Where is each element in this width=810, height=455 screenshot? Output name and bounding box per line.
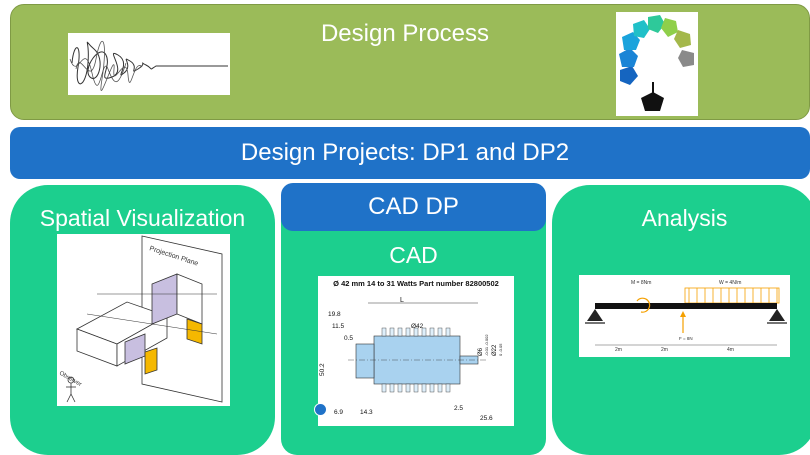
dim-6-9: 6.9 (334, 409, 343, 416)
scribble-image (68, 33, 230, 95)
force-label: F = 8N (679, 336, 693, 341)
design-projects-title: Design Projects: DP1 and DP2 (240, 139, 570, 166)
dim-14-3: 14.3 (360, 409, 373, 416)
dim-11-5: 11.5 (332, 323, 345, 330)
cad-drawing-title: Ø 42 mm 14 to 31 Watts Part number 82800… (333, 279, 499, 288)
design-process-title: Design Process (320, 20, 490, 47)
dim-dia-22-tolerance: 0 -0.05 (498, 343, 503, 356)
scribble-drawing (69, 40, 228, 91)
beam-loading-diagram: M = 8Nm W = 4N/m F = 8N 2m 2m 4m (585, 280, 787, 353)
cad-marker-dot (314, 403, 327, 416)
span-3-label: 4m (727, 347, 734, 353)
design-projects-bar (10, 127, 810, 179)
dim-2-5: 2.5 (454, 405, 463, 412)
dim-25-6: 25.6 (480, 415, 493, 422)
span-2-label: 2m (661, 347, 668, 353)
beam-diagram-image: M = 8Nm W = 4N/m F = 8N 2m 2m 4m (579, 275, 790, 357)
dim-dia-42: Ø42 (411, 323, 424, 330)
pentagon-ring-logo (616, 12, 698, 116)
dim-dia-6: Ø6 (478, 347, 484, 356)
spatial-visualization-title: Spatial Visualization (39, 205, 246, 231)
cad-drawing-image: Ø 42 mm 14 to 31 Watts Part number 82800… (318, 276, 514, 426)
dim-L: L (400, 297, 404, 304)
dim-50-2: 50.2 (319, 363, 326, 376)
cad-dp-header: CAD DP (281, 183, 546, 231)
dim-dia-22: Ø22 (492, 344, 498, 356)
observer-label: Observer (58, 371, 82, 389)
analysis-title: Analysis (641, 205, 728, 231)
dim-dia-6-tolerance: -0.01 -0.002 (484, 334, 489, 356)
load-label: W = 4N/m (719, 280, 741, 286)
cad-title: CAD (389, 242, 438, 268)
projection-plane-image: Projection Plane Observer (57, 234, 230, 406)
pentagon-ring-icon (619, 15, 694, 111)
moment-label: M = 8Nm (631, 280, 651, 286)
dim-0-5: 0.5 (344, 335, 353, 342)
motor-dimension-drawing: Ø 42 mm 14 to 31 Watts Part number 82800… (319, 279, 503, 422)
dim-19-8: 19.8 (328, 311, 341, 318)
isometric-projection-drawing: Projection Plane Observer (58, 235, 223, 403)
span-1-label: 2m (615, 347, 622, 353)
